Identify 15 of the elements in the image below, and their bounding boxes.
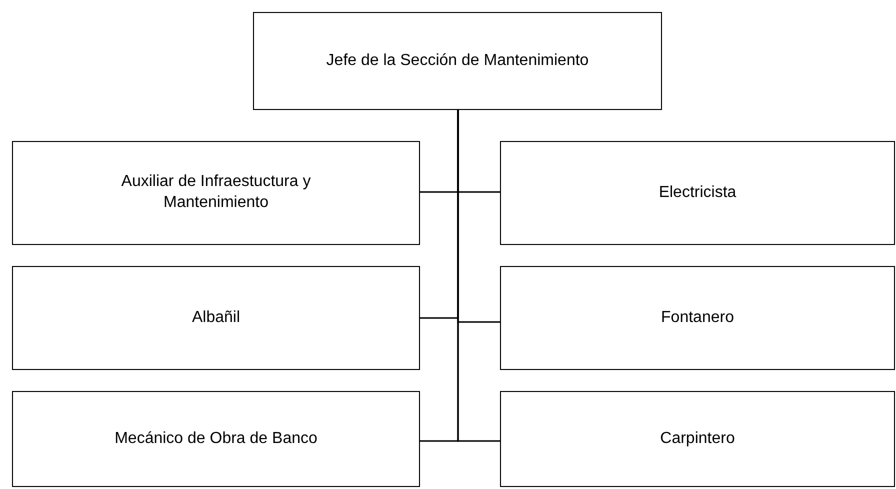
position-box [12,391,420,487]
job-title: Auxiliar de Infraestuctura y Mantenimiento [120,172,312,213]
job-title: Albañil [190,308,242,328]
position-box [500,141,895,245]
position-box [12,266,420,370]
position-box [12,141,420,245]
job-title: Electricista [658,182,738,203]
position-box [500,266,895,370]
job-title: Mecánico de Obra de Banco [114,428,318,449]
position-box [253,12,662,110]
job-title: Carpintero [659,428,736,449]
position-box [500,391,895,487]
job-title: Fontanero [660,308,735,328]
job-title: Jefe de la Sección de Mantenimiento [325,50,590,71]
connector-line [457,110,500,442]
